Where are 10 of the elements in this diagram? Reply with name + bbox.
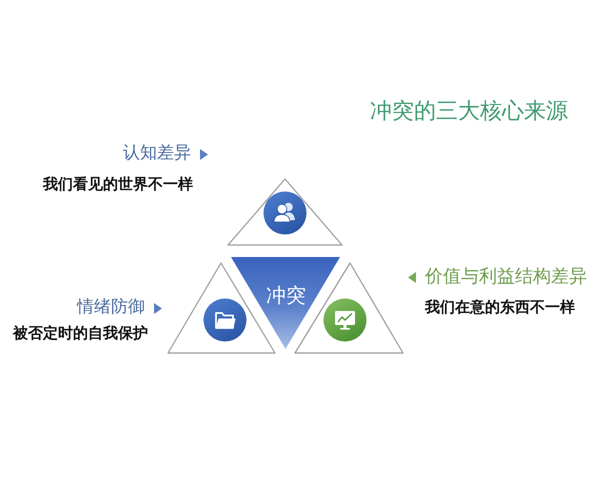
outlined-triangle	[226, 177, 344, 247]
description: 我们看见的世界不一样	[43, 177, 193, 192]
heading: 认知差异	[123, 145, 191, 162]
title: 冲突的三大核心来源	[370, 101, 568, 123]
heading: 情绪防御	[77, 299, 145, 316]
triangle-label: 冲突	[266, 285, 306, 305]
heading: 价值与利益结构差异	[425, 268, 587, 286]
description: 我们在意的东西不一样	[425, 300, 575, 315]
description: 被否定时的自我保护	[13, 326, 148, 341]
inverted-triangle	[231, 257, 340, 349]
